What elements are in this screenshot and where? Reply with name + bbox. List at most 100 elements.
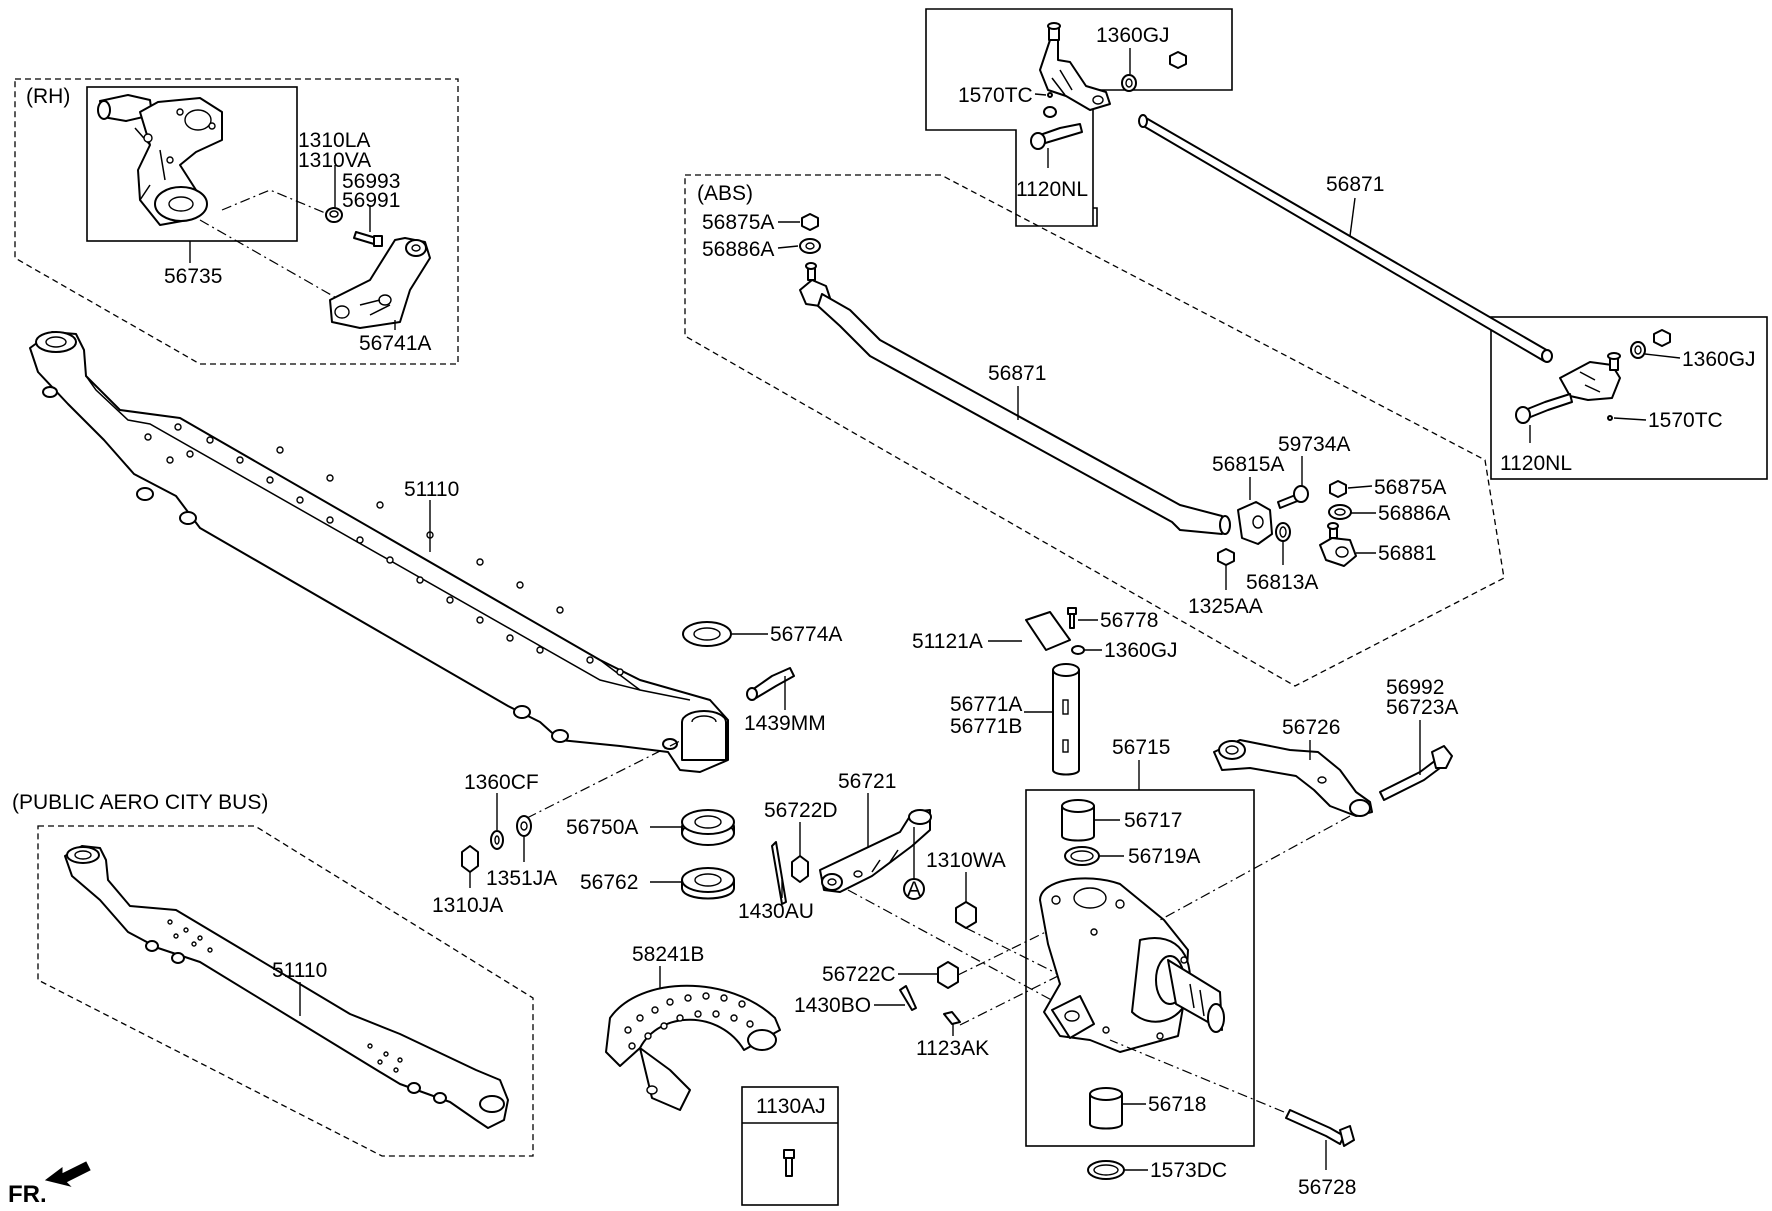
leader-1360gj-r bbox=[1644, 353, 1681, 359]
abs-group-border bbox=[684, 174, 1505, 687]
label-56722c: 56722C bbox=[822, 963, 896, 986]
washer-56813a-icon bbox=[1275, 522, 1291, 542]
rh-dash-leader bbox=[221, 189, 331, 216]
nut-56875a-l-icon bbox=[801, 213, 819, 231]
front-axle-51110-bus-icon bbox=[64, 845, 509, 1129]
bolt-56728-dash-leader bbox=[1109, 1039, 1285, 1113]
washer-1360gj-m-icon bbox=[1071, 645, 1085, 655]
rh-steering-knuckle-icon bbox=[97, 94, 223, 226]
label-56721: 56721 bbox=[838, 770, 896, 793]
nut-1310la-icon bbox=[325, 207, 343, 223]
label-56771b: 56771B bbox=[950, 715, 1022, 738]
washer-56774a-icon bbox=[682, 621, 732, 647]
label-56991: 56991 bbox=[342, 189, 400, 212]
label-56741a: 56741A bbox=[359, 332, 431, 355]
label-1570tc-top: 1570TC bbox=[958, 84, 1033, 107]
cotter-pin-1430au-icon bbox=[771, 841, 787, 905]
leader-1570tc-top bbox=[1034, 93, 1047, 96]
bolt-56778-icon bbox=[1067, 607, 1077, 629]
label-1123ak: 1123AK bbox=[916, 1037, 989, 1060]
bolt-1120nl-r-icon bbox=[1515, 393, 1573, 424]
public-bus-group-label: (PUBLIC AERO CITY BUS) bbox=[12, 791, 268, 814]
steering-arm-56741a-icon bbox=[329, 237, 431, 329]
cotter-pin-1430bo-icon bbox=[899, 985, 917, 1011]
steering-arm-box bbox=[925, 8, 1233, 227]
bushing-56718-icon bbox=[1089, 1087, 1123, 1130]
leader-56886a-l bbox=[777, 245, 799, 249]
label-51110-main: 51110 bbox=[404, 478, 459, 501]
arm-dash-leader-3 bbox=[957, 924, 1061, 976]
seal-56719a-icon bbox=[1064, 846, 1100, 866]
label-56778: 56778 bbox=[1100, 609, 1158, 632]
label-1351ja: 1351JA bbox=[486, 867, 557, 890]
bolt-59734a-icon bbox=[1277, 485, 1309, 509]
label-1360cf: 1360CF bbox=[464, 771, 539, 794]
rh-knuckle-box bbox=[86, 86, 298, 242]
label-1310ja: 1310JA bbox=[432, 894, 503, 917]
label-56993: 56993 bbox=[342, 170, 400, 193]
label-1430au: 1430AU bbox=[738, 900, 814, 923]
pin-1570tc-r-icon bbox=[1607, 415, 1613, 421]
arm-56726-dash-leader bbox=[1159, 815, 1351, 921]
leader-56871-top bbox=[1349, 197, 1356, 237]
label-56726: 56726 bbox=[1282, 716, 1340, 739]
label-56735: 56735 bbox=[164, 265, 222, 288]
label-1310va: 1310VA bbox=[298, 149, 371, 172]
seal-1573dc-icon bbox=[1087, 1160, 1125, 1180]
leader-56875a-r bbox=[1347, 485, 1373, 489]
front-direction-arrow-icon bbox=[44, 1161, 91, 1187]
nut-56722c-icon bbox=[937, 961, 959, 989]
front-axle-51110-main-icon bbox=[29, 331, 729, 773]
steering-arm-56721-icon bbox=[819, 809, 932, 893]
washer-1351ja-icon bbox=[516, 815, 532, 837]
label-56750a: 56750A bbox=[566, 816, 638, 839]
label-56881: 56881 bbox=[1378, 542, 1436, 565]
label-51121a: 51121A bbox=[912, 630, 983, 653]
label-56762: 56762 bbox=[580, 871, 638, 894]
label-1570tc-r: 1570TC bbox=[1648, 409, 1723, 432]
label-56886a-r: 56886A bbox=[1378, 502, 1450, 525]
label-1325aa: 1325AA bbox=[1188, 595, 1263, 618]
tie-rod-end-box bbox=[1490, 316, 1768, 480]
pin-1570tc-top-icon bbox=[1047, 92, 1053, 98]
label-1310la: 1310LA bbox=[298, 129, 370, 152]
rh-dash-leader-2 bbox=[199, 219, 341, 301]
nut-top-icon bbox=[1169, 51, 1187, 69]
tie-rod-end-right-icon bbox=[1559, 352, 1621, 401]
washer-1360cf-icon bbox=[490, 830, 504, 850]
label-1573dc: 1573DC bbox=[1150, 1159, 1227, 1182]
label-1120nl-r: 1120NL bbox=[1500, 452, 1572, 475]
bolt-1130aj-icon bbox=[783, 1149, 795, 1177]
label-56871-top: 56871 bbox=[1326, 173, 1384, 196]
reference-marker-a-label: A bbox=[907, 878, 921, 901]
label-56771a: 56771A bbox=[950, 693, 1022, 716]
label-56815a: 56815A bbox=[1212, 453, 1284, 476]
nut-1325aa-icon bbox=[1217, 548, 1235, 566]
grease-nipple-1439mm-icon bbox=[746, 667, 795, 701]
clamp-56815a-icon bbox=[1237, 501, 1273, 545]
washer-1360gj-top-icon bbox=[1121, 74, 1137, 92]
label-56723a: 56723A bbox=[1386, 696, 1458, 719]
leader-1570tc-r bbox=[1613, 417, 1647, 421]
kingpin-assembly-box bbox=[1025, 789, 1255, 1147]
abs-group-label: (ABS) bbox=[697, 182, 753, 205]
label-1439mm: 1439MM bbox=[744, 712, 826, 735]
public-bus-group-border bbox=[37, 825, 534, 1157]
front-direction-label: FR. bbox=[8, 1181, 47, 1208]
label-56813a: 56813A bbox=[1246, 571, 1318, 594]
steering-knuckle-56715-icon bbox=[1039, 877, 1225, 1053]
label-56875a-r: 56875A bbox=[1374, 476, 1446, 499]
label-56875a-l: 56875A bbox=[702, 211, 774, 234]
drag-link-56871-top-icon bbox=[1138, 114, 1553, 363]
shim-51121a-icon bbox=[1025, 611, 1071, 651]
kingpin-56771-icon bbox=[1052, 663, 1080, 776]
label-56715: 56715 bbox=[1112, 736, 1170, 759]
rh-group-label: (RH) bbox=[26, 85, 70, 108]
label-56718: 56718 bbox=[1148, 1093, 1206, 1116]
washer-56886a-r-icon bbox=[1328, 504, 1352, 520]
label-59734a: 59734A bbox=[1278, 433, 1350, 456]
label-56719a: 56719A bbox=[1128, 845, 1200, 868]
label-1360gj-r: 1360GJ bbox=[1682, 348, 1756, 371]
label-56717: 56717 bbox=[1124, 809, 1182, 832]
